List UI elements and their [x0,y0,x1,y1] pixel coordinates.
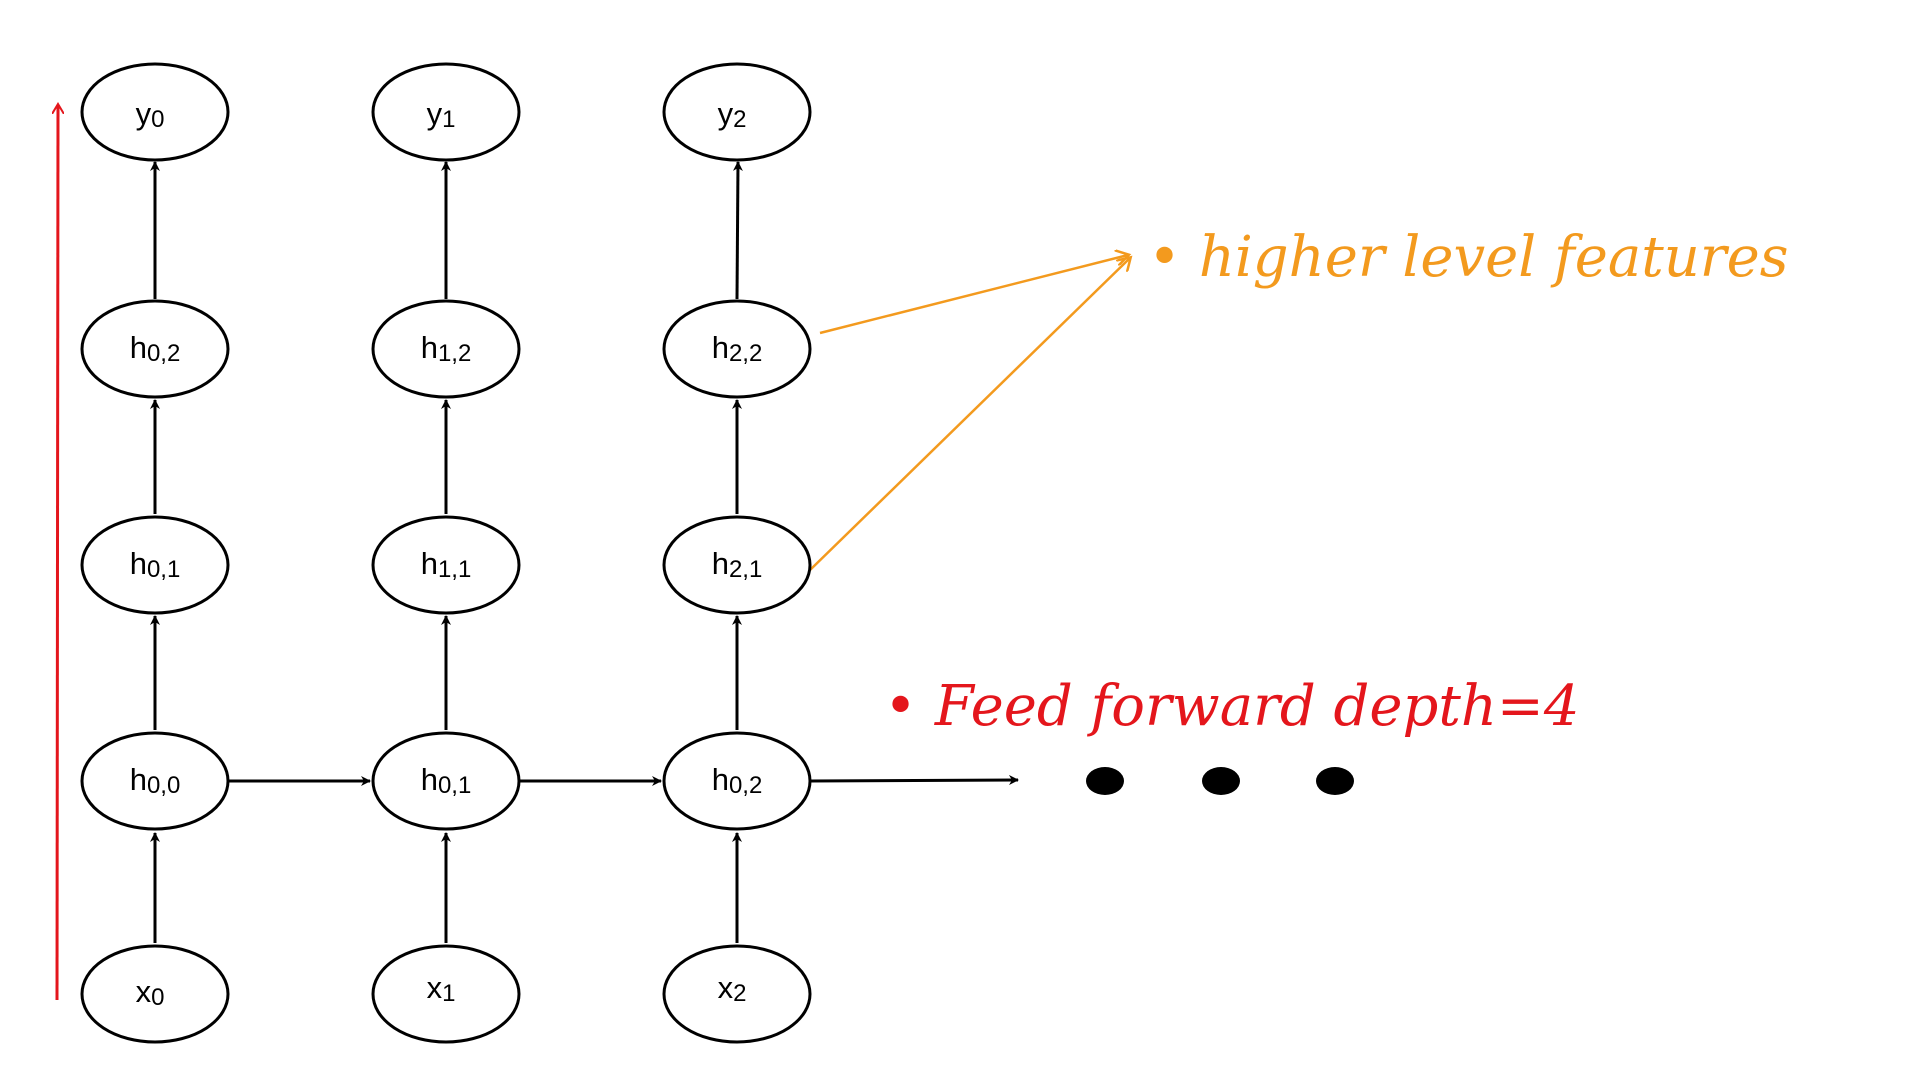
continuation-dot [1086,767,1124,795]
node-h22-sub: 2,2 [729,340,762,367]
svg-text:h0,1: h0,1 [130,546,181,583]
node-h02-top-main: h [130,330,147,365]
node-x2: x2 [662,944,812,1044]
svg-text:y0: y0 [136,96,165,133]
svg-text:h2,2: h2,2 [712,330,763,367]
node-h01-mid-sub: 0,1 [147,556,180,583]
higher-level-features-note: • higher level features [1148,225,1788,290]
node-h01-bot-main: h [421,762,438,797]
node-h11: h1,1 [371,515,521,615]
node-h00: h0,0 [80,731,230,831]
svg-text:y1: y1 [427,96,456,133]
node-y2: y2 [662,62,812,162]
svg-text:h0,0: h0,0 [130,762,181,799]
node-y1: y1 [371,62,521,162]
svg-text:x2: x2 [718,970,747,1007]
node-x0: x0 [80,944,230,1044]
node-h00-sub: 0,0 [147,772,180,799]
node-y0-main: y [136,96,152,131]
svg-text:h1,2: h1,2 [421,330,472,367]
node-x1: x1 [371,944,521,1044]
svg-text:x1: x1 [427,970,456,1007]
node-h11-main: h [421,546,438,581]
node-x0-main: x [136,974,152,1009]
svg-text:h0,2: h0,2 [130,330,181,367]
node-h01-mid: h0,1 [80,515,230,615]
higher-level-arrow-from-h21 [809,258,1130,571]
node-h21-sub: 2,1 [729,556,762,583]
node-x0-sub: 0 [151,984,164,1011]
node-y2-main: y [718,96,734,131]
node-h01-bot-sub: 0,1 [438,772,471,799]
node-x1-sub: 1 [442,980,455,1007]
node-h02-top: h0,2 [80,299,230,399]
node-y2-sub: 2 [733,106,746,133]
node-h21-main: h [712,546,729,581]
svg-text:h0,1: h0,1 [421,762,472,799]
higher-level-arrow-from-h22 [819,255,1128,335]
node-h01-bot: h0,1 [371,731,521,831]
feed-forward-depth-note: • Feed forward depth=4 [884,674,1579,739]
node-h02-bot-sub: 0,2 [729,772,762,799]
svg-text:x0: x0 [136,974,165,1011]
node-h02-bot: h0,2 [662,731,812,831]
node-x1-main: x [427,970,443,1005]
svg-text:h1,1: h1,1 [421,546,472,583]
node-h00-main: h [130,762,147,797]
node-h01-mid-main: h [130,546,147,581]
node-y0: y0 [80,62,230,162]
svg-text:h2,1: h2,1 [712,546,763,583]
node-x2-main: x [718,970,734,1005]
node-h22: h2,2 [662,299,812,399]
node-y1-sub: 1 [442,106,455,133]
node-y0-sub: 0 [151,106,164,133]
node-h21: h2,1 [662,515,812,615]
svg-text:y2: y2 [718,96,747,133]
node-h12-sub: 1,2 [438,340,471,367]
node-h12: h1,2 [371,299,521,399]
depth-arrow [57,105,58,1001]
node-h02-bot-main: h [712,762,729,797]
node-x2-sub: 2 [733,980,746,1007]
node-h22-main: h [712,330,729,365]
node-y1-main: y [427,96,443,131]
continuation-dot [1202,767,1240,795]
node-h02-top-sub: 0,2 [147,340,180,367]
continuation-dot [1316,767,1354,795]
node-h11-sub: 1,1 [438,556,471,583]
edge-h02-continuation [809,775,1019,786]
svg-text:h0,2: h0,2 [712,762,763,799]
node-h12-main: h [421,330,438,365]
edge-h22-y2 [732,161,743,300]
